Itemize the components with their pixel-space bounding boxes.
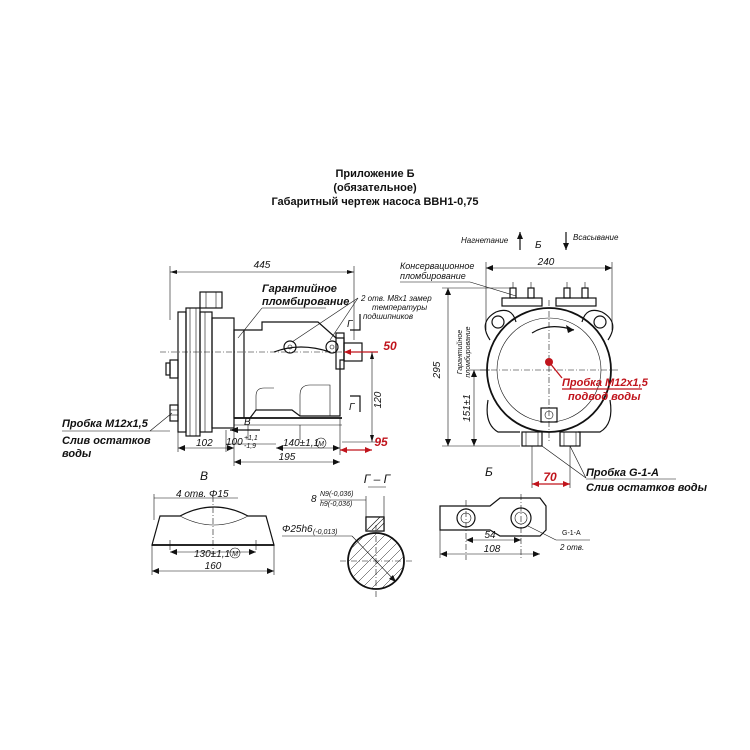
dim-50: 50: [383, 339, 397, 353]
title-appendix: Приложение Б: [335, 168, 414, 180]
label-discharge: Нагнетание: [461, 236, 509, 245]
title-drawing-name: Габаритный чертеж насоса ВВН1-0,75: [271, 196, 478, 208]
label-suction: Всасывание: [573, 233, 619, 242]
title-block: Приложение Б (обязательное) Габаритный ч…: [271, 168, 478, 208]
tol-h9: h9(-0,036): [320, 501, 352, 508]
label-water-inlet: подвод воды: [568, 391, 641, 403]
label-vertical-seal-2: пломбирование: [464, 326, 472, 377]
dim-295: 295: [432, 361, 443, 379]
dim-160: 160: [205, 561, 222, 572]
dim-100-tol-top: +1,1: [244, 435, 258, 442]
section-gg-title: Г – Г: [364, 472, 392, 486]
label-drain-2: воды: [62, 448, 92, 460]
dim-140-mark: M: [318, 441, 324, 448]
section-mark-bottom: Г: [349, 402, 356, 413]
label-two-holes: 2 отв.: [559, 543, 584, 552]
dim-54: 54: [484, 530, 496, 541]
label-plug-m12: Пробка M12x1,5: [62, 418, 149, 430]
dim-holes-15: 4 отв. Φ15: [176, 489, 229, 500]
label-conservation-seal: Консервационное: [400, 261, 474, 271]
label-thread-bearings: подшипников: [363, 312, 413, 321]
label-thread-g1a: G-1-A: [562, 530, 581, 537]
dim-100: 100: [226, 437, 243, 448]
label-guarantee-seal-2: пломбирование: [262, 296, 349, 308]
dim-70: 70: [543, 470, 557, 484]
dim-120: 120: [373, 391, 384, 408]
dim-100-tol-bot: -1,9: [244, 443, 256, 450]
dim-130: 130±1,1: [194, 549, 230, 560]
dim-151: 151±1: [462, 394, 473, 422]
label-plug-m12-front: Пробка M12x1,5: [562, 377, 649, 389]
side-view: 445 Гарантийное пломбирование 2 отв. M8x…: [62, 260, 432, 466]
view-v-title: В: [200, 469, 208, 483]
view-mark-b: Б: [535, 240, 542, 251]
dim-108: 108: [484, 544, 501, 555]
base-pad-view: 54 108 G-1-A 2 отв.: [439, 494, 590, 560]
label-thread-temp: температуры: [372, 303, 427, 312]
label-guarantee-seal: Гарантийное: [262, 283, 337, 295]
view-mark-b-bottom: Б: [485, 465, 493, 479]
label-thread-holes: 2 отв. M8x1 замер: [360, 294, 432, 303]
section-mark-top: Г: [347, 319, 354, 330]
dim-key-8: 8: [311, 494, 317, 505]
view-v-base: В 4 отв. Φ15 130±1,1 M 160: [151, 469, 275, 575]
label-drain: Слив остатков: [62, 435, 151, 447]
label-conservation-seal-2: пломбирование: [400, 271, 466, 281]
view-mark-v: В: [244, 417, 251, 428]
dim-95: 95: [374, 435, 388, 449]
label-plug-g: Пробка G-1-A: [586, 467, 659, 479]
label-drain-g: Слив остатков воды: [586, 482, 708, 494]
dim-140: 140±1,1: [283, 438, 319, 449]
label-vertical-seal: Гарантийное: [456, 330, 464, 374]
dim-445: 445: [254, 260, 271, 271]
dim-240: 240: [537, 257, 555, 268]
shaft-tol: (-0,013): [313, 529, 338, 536]
front-view: Нагнетание Б Всасывание 240 Консервацион…: [400, 232, 708, 494]
tol-n9: N9(-0,036): [320, 491, 353, 498]
dim-shaft-25: Φ25h6: [282, 524, 313, 535]
dim-102: 102: [196, 438, 213, 449]
title-mandatory: (обязательное): [333, 182, 417, 194]
dim-130-mark: M: [232, 551, 238, 558]
dim-195: 195: [279, 452, 296, 463]
section-gg-shaft: Г – Г 8 N9(-0,036) h9(-0,036): [282, 472, 412, 597]
